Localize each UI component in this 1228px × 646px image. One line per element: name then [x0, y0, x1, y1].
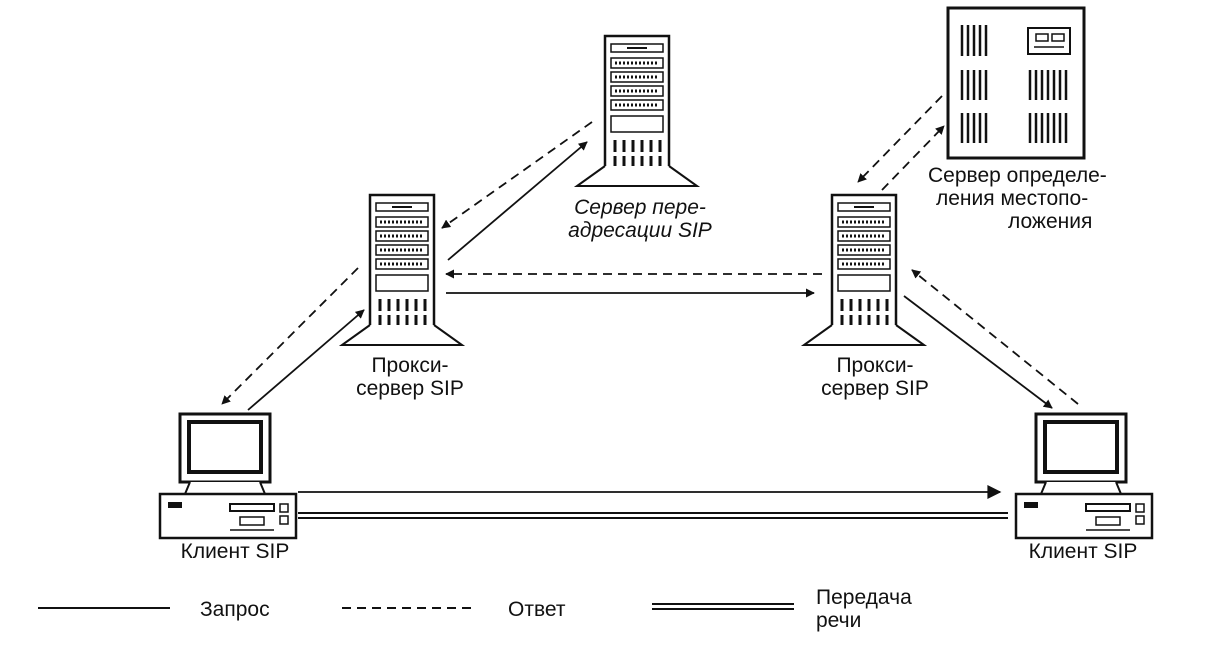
- proxy-left-label-line2: сервер SIP: [356, 377, 464, 400]
- legend-voice-label-line2: речи: [816, 609, 862, 632]
- response-arrow-location-to-proxy: [857, 95, 943, 183]
- redirect-server-label: Сервер пере- адресации SIP: [550, 196, 730, 242]
- redirect-server-label-line2: адресации SIP: [568, 219, 712, 242]
- legend-voice-label-line1: Передача: [816, 586, 912, 609]
- request-arrow-client-to-proxy-left: [247, 309, 365, 411]
- legend-request-label: Запрос: [200, 598, 270, 621]
- location-server-label: Сервер определе- ления местопо- ложения: [928, 164, 1128, 233]
- location-server-label-line3: ложения: [1008, 210, 1093, 233]
- proxy-right-label: Прокси- сервер SIP: [800, 354, 950, 400]
- location-server-label-line2: ления местопо-: [936, 187, 1089, 210]
- client-right-computer-icon: [1014, 412, 1154, 540]
- proxy-left-label-line1: Прокси-: [371, 354, 449, 377]
- client-left-computer-icon: [158, 412, 298, 540]
- proxy-left-server-icon: [340, 193, 464, 347]
- response-arrow-redirect-to-proxy: [441, 121, 593, 229]
- proxy-left-label: Прокси- сервер SIP: [340, 354, 480, 400]
- legend-response-label: Ответ: [508, 598, 566, 621]
- proxy-right-label-line2: сервер SIP: [821, 377, 929, 400]
- response-arrow-proxy-left-to-client: [221, 267, 359, 405]
- location-server-icon: [946, 6, 1086, 160]
- legend-voice-label: Передача речи: [816, 586, 912, 632]
- client-left-label: Клиент SIP: [180, 540, 290, 563]
- location-server-label-line1: Сервер определе-: [928, 164, 1107, 187]
- redirect-server-icon: [575, 34, 699, 188]
- request-arrow-proxy-right-to-client: [903, 295, 1053, 409]
- proxy-right-label-line1: Прокси-: [836, 354, 914, 377]
- redirect-server-label-line1: Сервер пере-: [574, 196, 706, 219]
- request-arrow-proxy-to-redirect: [447, 141, 588, 261]
- proxy-right-server-icon: [802, 193, 926, 347]
- client-right-label: Клиент SIP: [1028, 540, 1138, 563]
- response-arrow-client-to-proxy-right: [911, 269, 1079, 405]
